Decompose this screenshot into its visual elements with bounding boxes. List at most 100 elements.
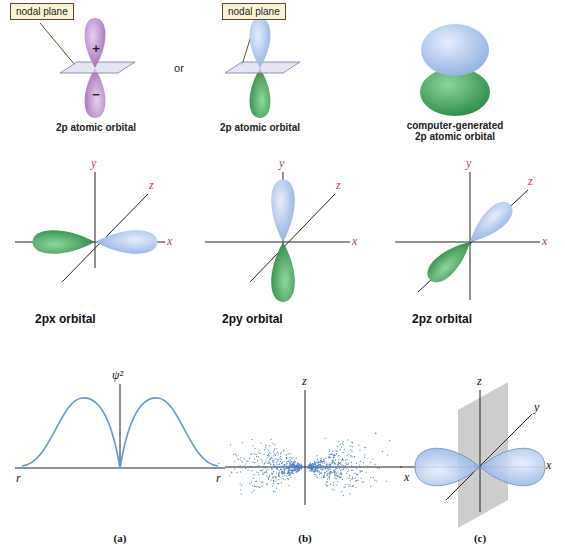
- density-dot: [273, 491, 274, 492]
- density-dot: [363, 462, 364, 463]
- density-dot: [249, 457, 250, 458]
- orbital-title: 2pz orbital: [412, 312, 472, 326]
- density-dot: [296, 471, 297, 472]
- density-dot: [333, 462, 334, 463]
- density-dot: [345, 483, 346, 484]
- density-dot: [267, 469, 268, 470]
- density-dot: [334, 455, 335, 456]
- density-dot: [338, 463, 339, 464]
- density-dot: [301, 463, 302, 464]
- density-dot: [300, 467, 301, 468]
- density-dot: [317, 471, 318, 472]
- density-dot: [280, 456, 281, 457]
- density-dot: [341, 491, 342, 492]
- density-dot: [241, 493, 242, 494]
- density-dot: [312, 469, 313, 470]
- density-dot: [314, 466, 315, 467]
- density-dot: [276, 467, 277, 468]
- density-dot: [271, 473, 272, 474]
- density-dot: [286, 475, 287, 476]
- density-dot: [297, 465, 298, 466]
- density-dot: [321, 460, 322, 461]
- axis-label: ψ²: [112, 368, 123, 383]
- density-dot: [345, 465, 346, 466]
- density-dot: [279, 458, 280, 459]
- density-dot: [312, 468, 313, 469]
- density-dot: [315, 465, 316, 466]
- axis-label: y: [279, 156, 284, 171]
- density-dot: [296, 469, 297, 470]
- density-dot: [274, 453, 275, 454]
- density-dot: [335, 468, 336, 469]
- density-dot: [277, 461, 278, 462]
- density-dot: [336, 485, 337, 486]
- density-dot: [349, 475, 350, 476]
- density-dot: [321, 473, 322, 474]
- density-dot: [334, 473, 335, 474]
- density-dot: [284, 464, 285, 465]
- density-dot: [337, 464, 338, 465]
- density-dot: [245, 468, 246, 469]
- density-dot: [310, 467, 311, 468]
- density-dot: [359, 467, 360, 468]
- density-dot: [230, 444, 231, 445]
- density-dot: [286, 468, 287, 469]
- density-dot: [296, 467, 297, 468]
- density-dot: [276, 469, 277, 470]
- density-dot: [337, 481, 338, 482]
- density-dot: [309, 470, 310, 471]
- density-dot: [341, 460, 342, 461]
- density-dot: [330, 471, 331, 472]
- density-dot: [271, 457, 272, 458]
- density-dot: [253, 474, 254, 475]
- density-dot: [273, 461, 274, 462]
- density-dot: [317, 470, 318, 471]
- density-dot: [328, 457, 329, 458]
- density-dot: [340, 470, 341, 471]
- density-dot: [281, 471, 282, 472]
- density-dot: [328, 473, 329, 474]
- density-dot: [275, 491, 276, 492]
- density-dot: [291, 471, 292, 472]
- density-dot: [265, 447, 266, 448]
- density-dot: [347, 477, 348, 478]
- density-dot: [296, 467, 297, 468]
- density-dot: [327, 485, 328, 486]
- density-dot: [290, 463, 291, 464]
- density-dot: [326, 481, 327, 482]
- density-dot: [330, 471, 331, 472]
- density-dot: [292, 463, 293, 464]
- density-dot: [312, 468, 313, 469]
- density-dot: [269, 445, 270, 446]
- density-dot: [333, 470, 334, 471]
- density-dot: [278, 475, 279, 476]
- density-dot: [297, 469, 298, 470]
- density-dot: [364, 457, 365, 458]
- density-dot: [358, 445, 359, 446]
- density-dot: [329, 451, 330, 452]
- density-dot: [281, 466, 282, 467]
- density-dot: [342, 443, 343, 444]
- density-dot: [254, 448, 255, 449]
- density-dot: [284, 461, 285, 462]
- density-dot: [287, 478, 288, 479]
- density-dot: [287, 458, 288, 459]
- density-dot: [361, 471, 362, 472]
- density-dot: [345, 460, 346, 461]
- density-dot: [258, 456, 259, 457]
- density-dot: [298, 470, 299, 471]
- density-dot: [322, 470, 323, 471]
- density-dot: [272, 473, 273, 474]
- density-dot: [299, 465, 300, 466]
- density-dot: [334, 471, 335, 472]
- density-dot: [317, 462, 318, 463]
- density-dot: [332, 472, 333, 473]
- density-dot: [349, 478, 350, 479]
- orbital-lobe: [85, 68, 106, 118]
- density-dot: [240, 457, 241, 458]
- orbital-lobe: [421, 24, 489, 76]
- density-dot: [292, 464, 293, 465]
- density-dot: [373, 477, 374, 478]
- density-dot: [267, 477, 268, 478]
- density-dot: [343, 441, 344, 442]
